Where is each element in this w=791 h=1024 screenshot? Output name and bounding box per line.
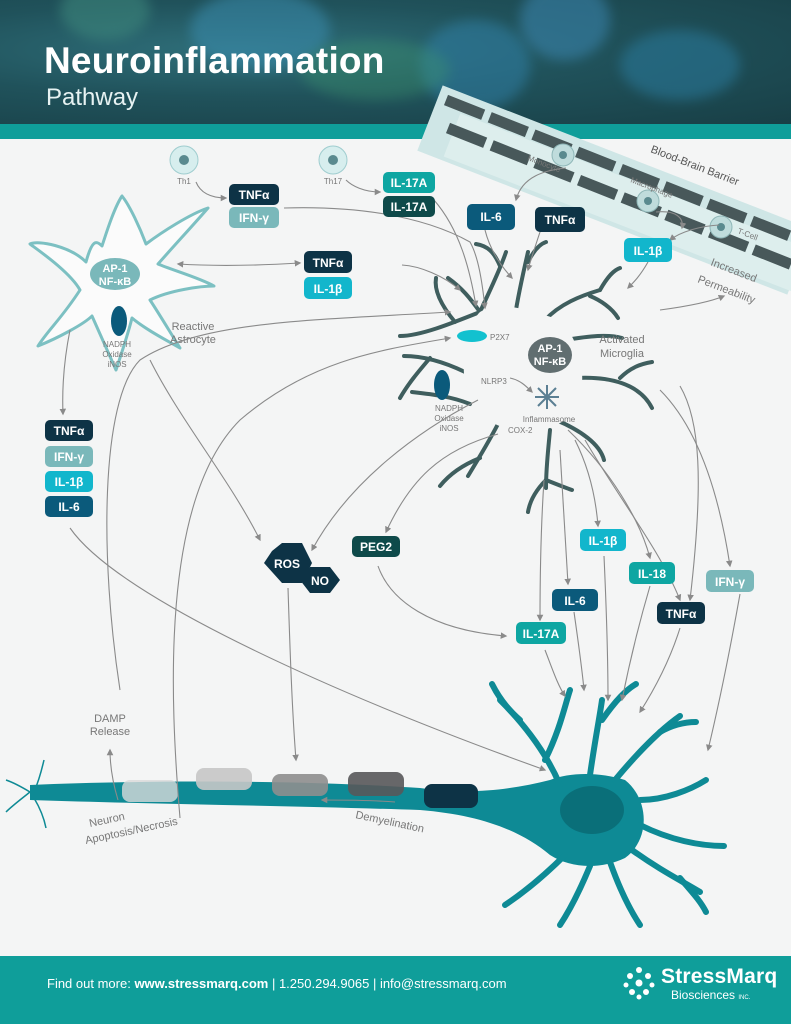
inflammasome-label: Inflammasome xyxy=(523,415,576,424)
astrocyte-enzyme-1: NADPH xyxy=(103,340,131,349)
footer-separator: | xyxy=(268,976,279,991)
badge-no: NO xyxy=(300,567,340,593)
badge-label: IL-17A xyxy=(391,176,428,190)
badge-astrocyte-il6: IL-6 xyxy=(45,496,93,517)
brand-inc: INC. xyxy=(738,995,751,1001)
phone-number: 1.250.294.9065 xyxy=(278,976,370,991)
badge-label: TNFα xyxy=(666,607,697,621)
th17-cell-icon xyxy=(318,145,348,175)
blood-brain-barrier xyxy=(417,85,791,295)
astrocyte-enzyme-2: Oxidase xyxy=(102,350,132,359)
demyelination-label: Demyelination xyxy=(354,809,425,835)
microglia-nucleus xyxy=(528,337,572,373)
cox2-label: COX-2 xyxy=(508,426,533,435)
astrocyte-label-1: Reactive xyxy=(172,321,215,333)
badge-ros: ROS xyxy=(264,543,312,583)
badge-label: NO xyxy=(311,574,329,588)
badge-label: IL-6 xyxy=(480,210,502,224)
brand-sub-text: Biosciences xyxy=(671,988,736,1002)
badge-label: TNFα xyxy=(54,424,85,438)
badge-label: IFN-γ xyxy=(54,450,84,464)
badge-macrophage-il1b: IL-1β xyxy=(624,238,672,262)
stressmarq-logo-icon xyxy=(623,967,655,1000)
badge-th1-tnfa: TNFα xyxy=(229,184,279,205)
microglia-label-1: Activated xyxy=(599,334,644,346)
badge-th17-il17a-2: IL-17A xyxy=(383,196,435,217)
badge-label: ROS xyxy=(274,557,300,571)
nlrp3-label: NLRP3 xyxy=(481,377,507,386)
badge-label: IFN-γ xyxy=(715,575,745,589)
badge-label: PEG2 xyxy=(360,540,392,554)
badge-astrocyte-il1b: IL-1β xyxy=(45,471,93,492)
monocyte-icon xyxy=(551,143,575,167)
badge-label: IL-6 xyxy=(564,594,586,608)
badge-microglia-tnfa: TNFα xyxy=(657,602,705,624)
badge-mid-il1b: IL-1β xyxy=(304,277,352,299)
microglia-tf-line-2: NF-κB xyxy=(534,356,566,368)
badge-label: TNFα xyxy=(313,256,344,270)
inflammasome-icon xyxy=(535,385,559,409)
p2x7-receptor xyxy=(457,330,487,342)
page-subtitle: Pathway xyxy=(46,84,139,111)
footer-contact: Find out more: www.stressmarq.com | 1.25… xyxy=(47,976,507,991)
badge-astrocyte-ifng: IFN-γ xyxy=(45,446,93,467)
brand-subtitle: Biosciences INC. xyxy=(671,988,750,1002)
astrocyte-tf-line-2: NF-κB xyxy=(99,276,131,288)
microglia-enzyme-3: iNOS xyxy=(439,424,458,433)
badge-label: IL-1β xyxy=(589,534,618,548)
damp-label-2: Release xyxy=(90,726,130,738)
badge-mid-tnfa: TNFα xyxy=(304,251,352,273)
badge-label: IL-1β xyxy=(314,282,343,296)
astrocyte-enzyme-3: iNOS xyxy=(107,360,126,369)
tcell-icon xyxy=(709,215,733,239)
badge-microglia-il6: IL-6 xyxy=(552,589,598,611)
astrocyte-label-2: Astrocyte xyxy=(170,334,216,346)
page-title: Neuroinflammation xyxy=(44,40,385,81)
header-banner: Neuroinflammation Pathway xyxy=(0,0,791,124)
badge-label: IL-17A xyxy=(391,200,428,214)
badge-th17-il17a-1: IL-17A xyxy=(383,172,435,193)
microglia-enzyme-1: NADPH xyxy=(435,404,463,413)
footer-prefix: Find out more: xyxy=(47,976,135,991)
microglia-nadph xyxy=(434,370,450,400)
microglia-label-2: Microglia xyxy=(600,348,645,360)
pathway-arrows xyxy=(59,167,741,819)
macrophage-icon xyxy=(636,189,660,213)
badge-monocyte-il6: IL-6 xyxy=(467,204,515,230)
microglia-tf-line-1: AP-1 xyxy=(537,343,562,355)
badge-label: IL-6 xyxy=(58,500,80,514)
th17-label: Th17 xyxy=(324,177,343,186)
badge-monocyte-tnfa: TNFα xyxy=(535,207,585,232)
badge-microglia-il1b: IL-1β xyxy=(580,529,626,551)
email-link[interactable]: info@stressmarq.com xyxy=(379,976,507,991)
badge-label: IL-1β xyxy=(634,244,663,258)
header-accent-band xyxy=(0,124,791,139)
p2x7-label: P2X7 xyxy=(490,333,510,342)
reactive-astrocyte xyxy=(28,194,216,372)
badge-label: IFN-γ xyxy=(239,211,269,225)
website-link[interactable]: www.stressmarq.com xyxy=(134,976,269,991)
astrocyte-tf-line-1: AP-1 xyxy=(102,263,127,275)
neuron xyxy=(5,681,727,928)
badge-microglia-ifng: IFN-γ xyxy=(706,570,754,592)
badge-label: IL-1β xyxy=(55,475,84,489)
badge-peg2: PEG2 xyxy=(352,536,400,557)
badge-th1-ifng: IFN-γ xyxy=(229,207,279,228)
damp-label-1: DAMP xyxy=(94,713,126,725)
badge-microglia-il17a: IL-17A xyxy=(516,622,566,644)
badge-label: IL-17A xyxy=(523,627,560,641)
badge-label: IL-18 xyxy=(638,567,666,581)
th1-cell-icon xyxy=(169,145,199,175)
footer-bar xyxy=(0,956,791,1024)
badge-label: TNFα xyxy=(239,188,270,202)
th1-label: Th1 xyxy=(177,177,191,186)
badge-label: TNFα xyxy=(545,213,576,227)
brand-name: StressMarq xyxy=(661,965,778,988)
microglia-enzyme-2: Oxidase xyxy=(434,414,464,423)
microglia-body xyxy=(463,306,583,431)
badge-astrocyte-tnfa: TNFα xyxy=(45,420,93,441)
footer-separator: | xyxy=(369,976,380,991)
badge-microglia-il18: IL-18 xyxy=(629,562,675,584)
